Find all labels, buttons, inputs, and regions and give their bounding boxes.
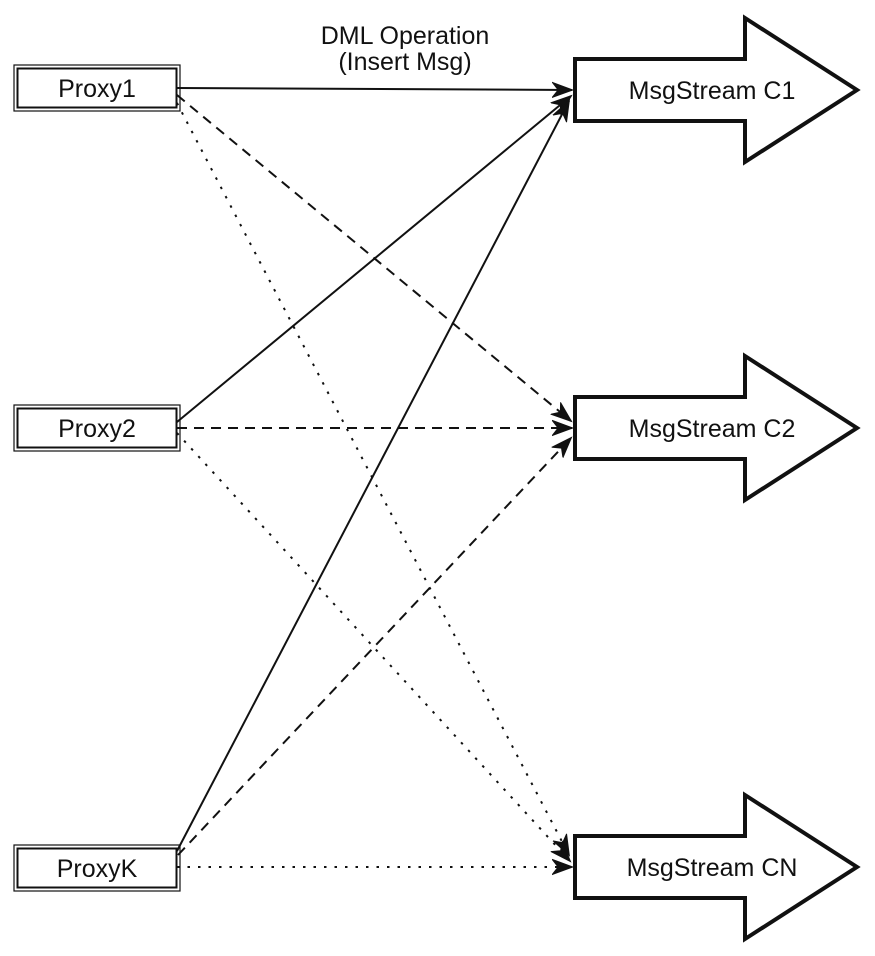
edge-proxy2-msgstream-c1 bbox=[176, 96, 571, 423]
diagram-title-line1: DML Operation bbox=[321, 22, 490, 50]
edge-proxy1-msgstream-c1 bbox=[176, 88, 572, 90]
edge-proxy1-msgstream-cn bbox=[176, 102, 569, 855]
edges-group bbox=[176, 88, 572, 867]
proxyk-label: ProxyK bbox=[57, 855, 138, 883]
msgstream-cn-label: MsgStream CN bbox=[627, 854, 798, 882]
proxy2-node bbox=[13, 404, 181, 452]
edge-proxyk-msgstream-cn-from-proxy2 bbox=[176, 432, 570, 861]
proxy1-node bbox=[13, 64, 181, 112]
msgstream-c2-label: MsgStream C2 bbox=[629, 415, 796, 443]
msgstream-c2-arrow bbox=[573, 352, 861, 504]
msgstream-arrows-group bbox=[573, 14, 861, 943]
proxy2-label: Proxy2 bbox=[58, 415, 136, 443]
edge-proxyk-msgstream-c1 bbox=[176, 101, 569, 852]
proxy-nodes-group bbox=[13, 64, 181, 892]
msgstream-c1-label: MsgStream C1 bbox=[629, 77, 796, 105]
diagram-title-line2: (Insert Msg) bbox=[338, 48, 471, 76]
proxyk-node bbox=[13, 844, 181, 892]
msgstream-c1-arrow bbox=[573, 14, 861, 166]
msgstream-cn-arrow bbox=[573, 791, 861, 943]
proxy1-label: Proxy1 bbox=[58, 75, 136, 103]
edge-proxyk-msgstream-c2 bbox=[177, 438, 571, 856]
